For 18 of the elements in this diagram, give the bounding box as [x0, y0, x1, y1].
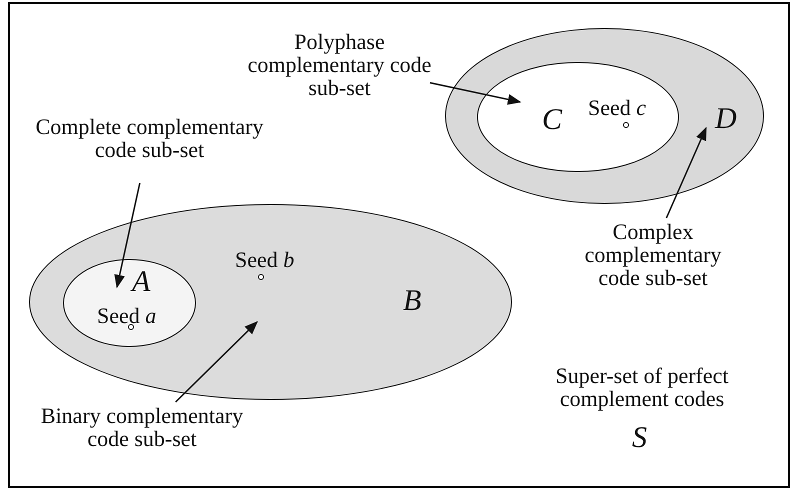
- frame-border: [8, 2, 790, 488]
- callout-text: Complete complementary code sub-set: [27, 115, 272, 185]
- seed-label: Seed a: [97, 304, 156, 327]
- set-letter: C: [542, 104, 562, 136]
- leader-arrow: [430, 82, 522, 105]
- set-letter: S: [632, 422, 647, 454]
- callout-text: Complex complementary code sub-set: [562, 220, 744, 290]
- seed-label: Seed c: [588, 96, 646, 119]
- seed-label: Seed b: [235, 248, 294, 271]
- set-letter: A: [132, 266, 150, 298]
- set-letter: B: [403, 285, 422, 317]
- leader-arrow: [666, 126, 707, 218]
- callout-text: Polyphase complementary code sub-set: [247, 30, 432, 100]
- leader-arrow: [114, 182, 141, 288]
- leader-arrow: [175, 321, 258, 403]
- set-letter: D: [715, 103, 737, 135]
- callout-text: Binary complementary code sub-set: [22, 404, 262, 474]
- set-caption: Super-set of perfect complement codes: [554, 364, 730, 410]
